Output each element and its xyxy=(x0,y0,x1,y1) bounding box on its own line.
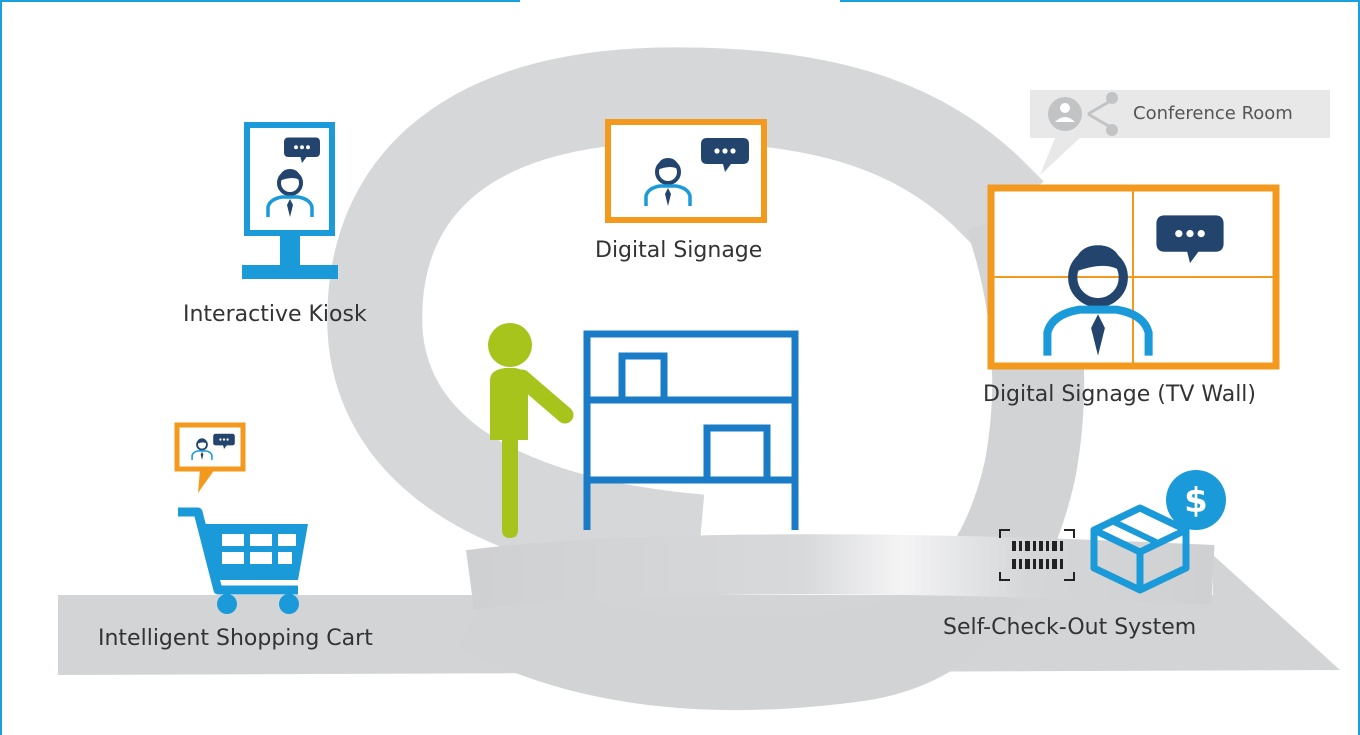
cart-label: Intelligent Shopping Cart xyxy=(98,626,373,651)
tv-wall-label: Digital Signage (TV Wall) xyxy=(983,382,1257,407)
floor-road xyxy=(58,555,1340,675)
signage-label: Digital Signage xyxy=(595,238,763,263)
signage-screen-icon xyxy=(605,119,767,223)
title-gap xyxy=(520,0,840,10)
conference-room-callout xyxy=(1030,90,1330,175)
checkout-label: Self-Check-Out System xyxy=(943,615,1197,640)
barcode-scan-icon xyxy=(999,529,1075,581)
kiosk-icon xyxy=(242,122,338,279)
svg-text:$: $ xyxy=(1184,481,1208,521)
kiosk-label: Interactive Kiosk xyxy=(183,302,367,327)
share-person-icon xyxy=(1048,92,1118,136)
shopping-cart-icon xyxy=(178,507,308,614)
tv-wall-icon xyxy=(987,184,1280,370)
box-dollar-icon: $ xyxy=(1090,470,1226,594)
person-icon xyxy=(488,323,574,538)
conference-room-label: Conference Room xyxy=(1133,103,1293,124)
cart-screen-icon xyxy=(174,422,246,493)
shelf-icon xyxy=(583,330,799,530)
